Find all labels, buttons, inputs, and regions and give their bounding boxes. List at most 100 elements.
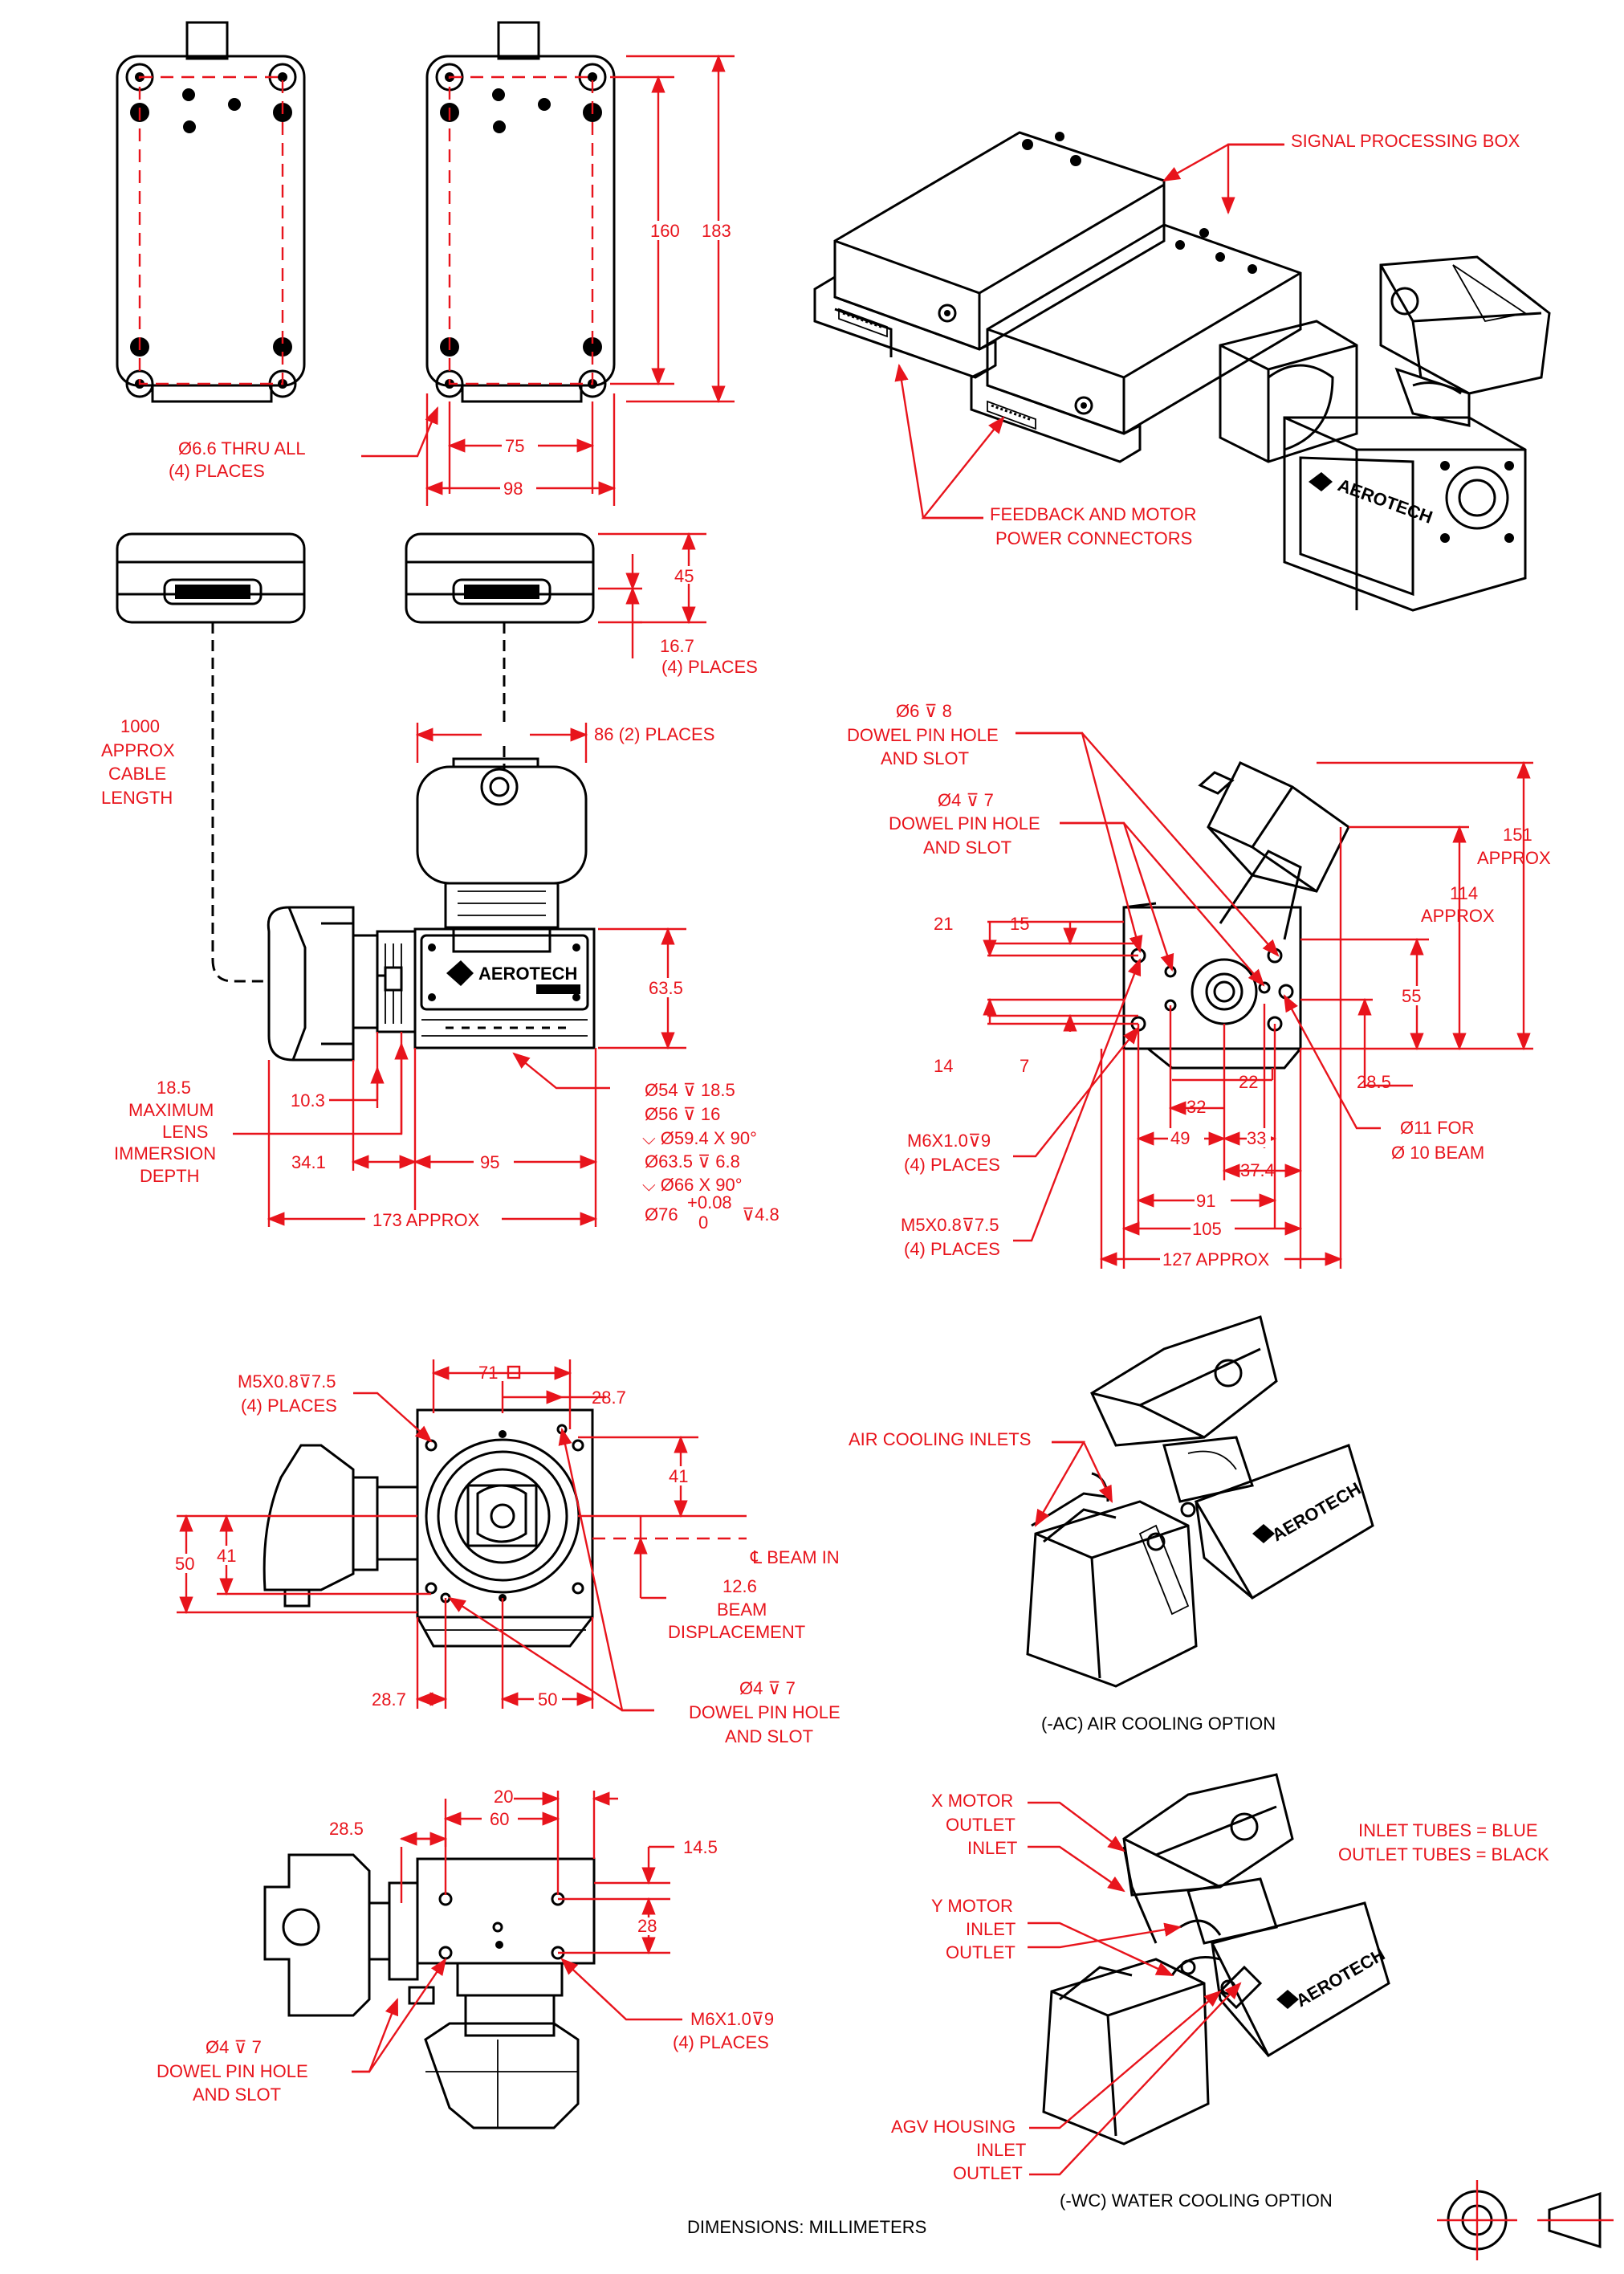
bore-note-6c: 0 [698,1212,708,1233]
units-note: DIMENSIONS: MILLIMETERS [687,2217,926,2237]
dim-28-5a: 28.5 [1357,1072,1391,1092]
ymotor-note-3: OUTLET [946,1942,1016,1962]
cable-note-3: CABLE [108,764,166,784]
air-cooling-isometric: AEROTECH [1026,1315,1374,1688]
dim-60: 60 [490,1809,509,1829]
lens-note-3: LENS [162,1122,208,1142]
m6-note-2: (4) PLACES [904,1155,1000,1175]
cable-note-1: 1000 [120,716,160,736]
air-inlets-label: AIR COOLING INLETS [849,1429,1031,1449]
dim-75: 75 [505,436,524,456]
dim-7: 7 [1020,1056,1029,1076]
dim-55: 55 [1402,986,1421,1006]
dim-41b: 41 [217,1546,236,1566]
signal-box-side-view-right [405,532,595,771]
dim-22: 22 [1239,1072,1258,1092]
agv-note-1: AGV HOUSING [891,2117,1016,2137]
xmotor-note-1: X MOTOR [931,1791,1013,1811]
dim-114: 114 [1450,883,1478,903]
dim-28-7a: 28.7 [592,1388,626,1408]
bore-note-2: Ø56 ⊽ 16 [645,1104,720,1124]
svg-text:AEROTECH: AEROTECH [1268,1478,1364,1545]
cable-path [211,959,269,983]
water-option-caption: (-WC) WATER COOLING OPTION [1060,2190,1333,2211]
dim-28-5b: 28.5 [329,1819,364,1839]
scanner-side-view: AEROTECH [267,757,596,1062]
signal-box-label: SIGNAL PROCESSING BOX [1291,131,1520,151]
scanner-front-view [1122,761,1350,1070]
dowel4-note-2: DOWEL PIN HOLE [889,813,1040,833]
doweld-note-1: Ø4 ⊽ 7 [206,2037,262,2057]
m5b-note-1: M5X0.8⊽7.5 [238,1371,336,1392]
xmotor-note-3: INLET [967,1838,1017,1858]
dim-49: 49 [1170,1128,1190,1148]
dowel6-note-3: AND SLOT [881,748,969,768]
dim-86: 86 (2) PLACES [594,724,714,744]
signal-box-top-view-right [425,21,616,403]
dim-45: 45 [674,566,694,586]
dim-160: 160 [650,221,680,241]
scanner-bottom-view [263,1853,596,2129]
dim-105: 105 [1192,1219,1222,1239]
dim-15: 15 [1010,914,1029,934]
third-angle-projection-icon [1437,2180,1614,2260]
tubes-note-1: INLET TUBES = BLUE [1358,1820,1538,1840]
dowelc-note-1: Ø4 ⊽ 7 [739,1678,796,1698]
bore-note-4: Ø63.5 ⊽ 6.8 [645,1151,740,1172]
svg-text:AEROTECH: AEROTECH [1292,1944,1388,2011]
dim-20: 20 [494,1787,513,1807]
lens-note-4: IMMERSION [114,1143,216,1163]
m6-note-1: M6X1.0⊽9 [907,1131,991,1151]
dim-114-approx: APPROX [1421,906,1495,926]
beam-note-2: Ø 10 BEAM [1391,1143,1484,1163]
dowelc-note-2: DOWEL PIN HOLE [689,1702,840,1722]
lens-note-5: DEPTH [140,1166,200,1186]
dim-16-7-qty: (4) PLACES [661,657,758,677]
connector-label-1: FEEDBACK AND MOTOR [990,504,1197,524]
dims-bottom-view [352,1791,682,2073]
bore-note-6b: +0.08 [687,1192,732,1212]
signal-box-side-view-left [116,532,306,960]
dim-16-7: 16.7 [660,636,694,656]
bore-note-5: ⌵ Ø66 X 90° [642,1175,743,1195]
bore-note-1: Ø54 ⊽ 18.5 [645,1080,735,1100]
bore-note-6a: Ø76 [645,1204,678,1225]
beam-in-label: ℄ BEAM IN [750,1547,840,1567]
m6b-note-2: (4) PLACES [673,2032,769,2052]
dims-top-view-scanner [177,1359,747,1712]
disp-note-2: BEAM [717,1600,767,1620]
dowel4-note-1: Ø4 ⊽ 7 [938,790,994,810]
dim-173: 173 APPROX [372,1210,480,1230]
dims-front-view [983,732,1533,1269]
m6b-note-1: M6X1.0⊽9 [690,2009,774,2029]
brand-logo-text: AEROTECH [478,964,577,984]
doweld-note-3: AND SLOT [193,2084,281,2105]
dim-37-4: 37.4 [1240,1160,1275,1180]
dim-50a: 50 [175,1554,194,1574]
dim-91: 91 [1196,1191,1215,1211]
dim-98: 98 [503,479,523,499]
dim-183: 183 [702,221,731,241]
xmotor-note-2: OUTLET [946,1815,1016,1835]
doweld-note-2: DOWEL PIN HOLE [157,2061,308,2081]
ymotor-note-2: INLET [966,1919,1016,1939]
ymotor-note-1: Y MOTOR [931,1896,1013,1916]
dowel6-note-1: Ø6 ⊽ 8 [896,701,952,721]
agv-note-2: INLET [976,2140,1026,2160]
tubes-note-2: OUTLET TUBES = BLACK [1338,1844,1549,1864]
dim-41a: 41 [669,1466,688,1486]
m5-note-2: (4) PLACES [904,1239,1000,1259]
dowel6-note-2: DOWEL PIN HOLE [847,725,999,745]
cable-note-2: APPROX [101,740,175,760]
hole-note-qty: (4) PLACES [169,461,265,481]
m5b-note-2: (4) PLACES [241,1396,337,1416]
dim-14-5: 14.5 [683,1837,718,1857]
lens-note-2: MAXIMUM [128,1100,214,1120]
dim-14: 14 [934,1056,953,1076]
dim-10-3: 10.3 [291,1090,325,1111]
dim-34-1: 34.1 [291,1152,326,1172]
cable-note-4: LENGTH [101,788,173,808]
svg-text:AEROTECH: AEROTECH [1335,475,1435,528]
bore-note-3: ⌵ Ø59.4 X 90° [642,1128,757,1148]
